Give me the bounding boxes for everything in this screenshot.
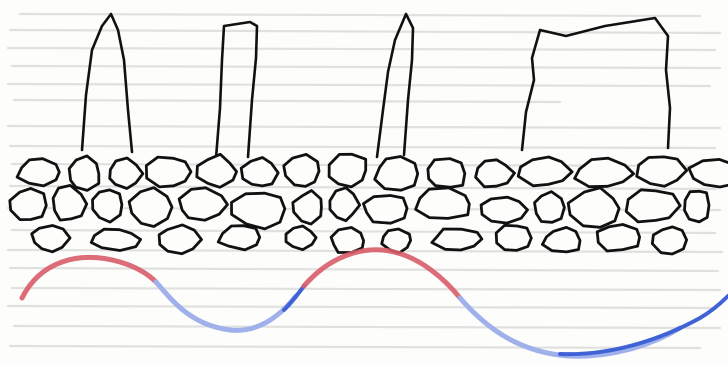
wall-stone — [535, 192, 565, 223]
wall-stone — [575, 158, 634, 187]
wall-stone — [146, 157, 191, 187]
post-1 — [82, 14, 132, 152]
wall-stone — [284, 154, 319, 186]
wall-stone — [293, 191, 322, 225]
wall-stone — [32, 226, 70, 252]
wall-stone — [685, 191, 710, 222]
wall-stone — [375, 157, 418, 191]
wall-stone — [179, 188, 227, 220]
wall-stone — [159, 225, 201, 254]
wall-stone — [241, 158, 278, 186]
wall-stone — [432, 229, 482, 250]
wall-stone — [542, 227, 580, 252]
wall-stone — [53, 185, 87, 220]
wall-stone — [10, 188, 47, 219]
wave — [22, 250, 728, 356]
wall-stone — [689, 159, 728, 187]
wall-stone — [428, 159, 465, 188]
wall-stone — [481, 197, 527, 223]
wall-stone — [110, 158, 143, 189]
wall-stone — [330, 188, 360, 221]
post-2 — [216, 22, 257, 158]
wall-stone — [476, 160, 515, 187]
wall-stone — [496, 225, 531, 250]
wall-stone — [17, 159, 59, 186]
wave-crest-1 — [22, 258, 156, 299]
wall-stone — [518, 157, 572, 186]
wall-stone — [129, 188, 172, 227]
wall-stone — [331, 228, 364, 253]
wave-crest-2 — [304, 250, 460, 298]
wall-stone — [416, 188, 470, 219]
wall-stone — [69, 156, 99, 191]
wall-stone — [626, 190, 680, 222]
wall-stone — [91, 229, 140, 250]
wall-stone — [597, 225, 639, 252]
wall-stone — [652, 227, 686, 254]
wall-stone — [93, 190, 122, 222]
wall-stone — [568, 188, 619, 228]
wall-stone — [363, 196, 407, 224]
wall-stone — [218, 226, 260, 250]
wall-stone — [286, 226, 316, 250]
stone-wall — [10, 154, 728, 254]
wall-stone — [197, 154, 237, 187]
wall-stone — [232, 193, 285, 229]
post-4 — [522, 18, 670, 150]
wall-stone — [637, 157, 687, 186]
wall-stone — [329, 154, 366, 187]
